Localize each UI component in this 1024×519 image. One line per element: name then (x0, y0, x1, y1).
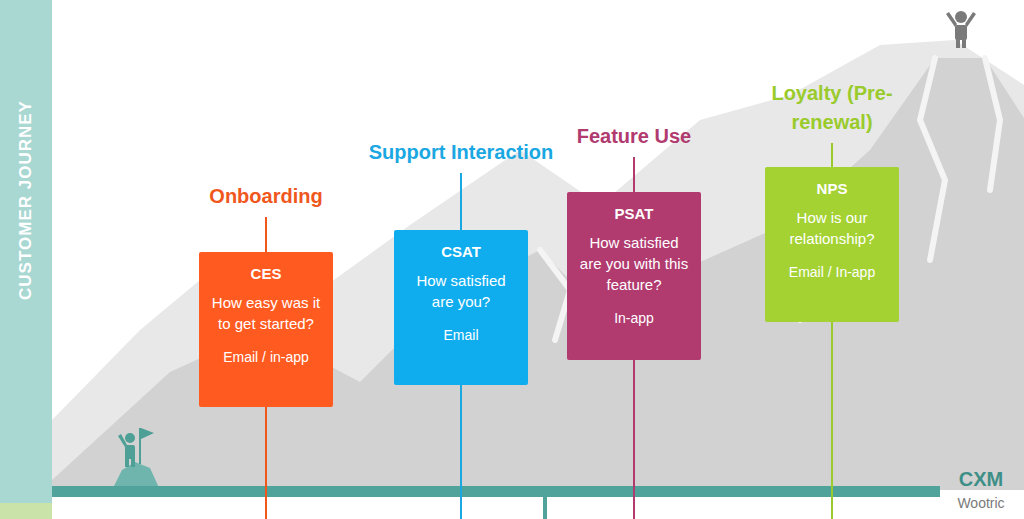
channel-text: Email (404, 326, 518, 345)
channel-text: Email / in-app (209, 348, 323, 367)
timeline-bar (52, 486, 940, 497)
survey-box: NPS How is our relationship? Email / In-ap… (765, 167, 899, 322)
survey-question: How satisfied are you with this feature? (577, 232, 691, 295)
survey-box: PSAT How satisfied are you with this feat… (567, 192, 701, 360)
stage-node: Support InteractionCSAT How satisfied are… (356, 138, 566, 385)
survey-question: How is our relationship? (775, 207, 889, 249)
stage-node: Loyalty (Pre-renewal) NPS How is our relat… (727, 79, 937, 322)
stage-heading: Onboarding (161, 182, 371, 211)
timeline-tick (543, 497, 547, 519)
summit-person (946, 11, 976, 48)
journey-strip (0, 0, 52, 519)
metric-name: CSAT (404, 242, 518, 262)
stage-heading: Support Interaction (356, 138, 566, 167)
stage-node: Feature UsePSAT How satisfied are you wit… (529, 122, 739, 360)
axis-title: CUSTOMER JOURNEY (15, 70, 37, 330)
channel-text: In-app (577, 309, 691, 328)
climber-icon (112, 428, 160, 490)
metric-name: NPS (775, 179, 889, 199)
survey-question: How satisfied are you? (404, 270, 518, 312)
stage-heading: Loyalty (Pre-renewal) (727, 79, 937, 137)
brand-mark: CXM (942, 468, 1020, 490)
metric-name: PSAT (577, 204, 691, 224)
stage-heading: Feature Use (529, 122, 739, 151)
survey-box: CES How easy was it to get started? Email … (199, 252, 333, 407)
front-mountains (52, 58, 1024, 490)
strip-base (0, 503, 52, 519)
channel-text: Email / In-app (775, 263, 889, 282)
back-mountains (52, 40, 1024, 490)
metric-name: CES (209, 264, 323, 284)
brand-name: Wootric (942, 494, 1020, 512)
stage-node: OnboardingCES How easy was it to get star… (161, 182, 371, 407)
survey-question: How easy was it to get started? (209, 292, 323, 334)
survey-box: CSAT How satisfied are you? Email (394, 230, 528, 385)
snow-streaks (262, 58, 1000, 400)
